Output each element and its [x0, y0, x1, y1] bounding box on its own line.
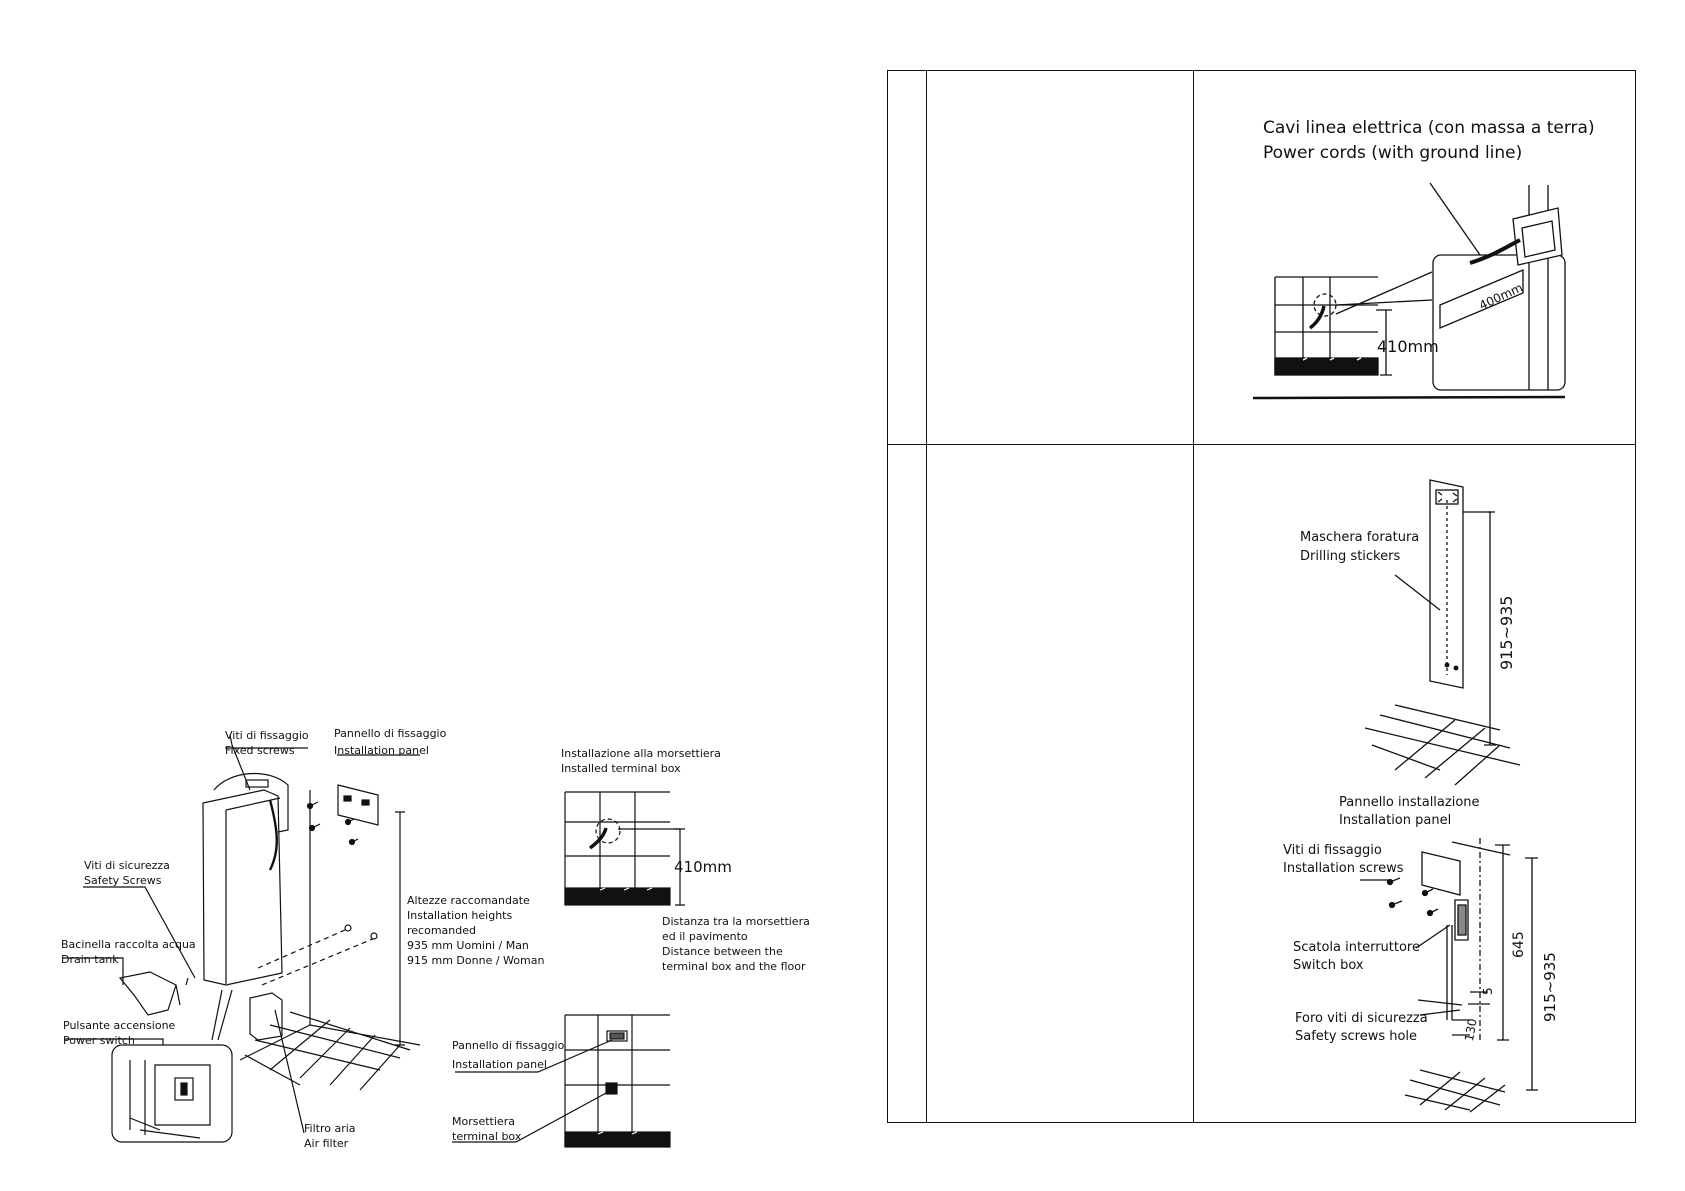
drilling-label-it: Maschera foratura [1300, 530, 1420, 545]
distance-note-2: ed il pavimento [662, 930, 748, 943]
table-row-divider [888, 444, 1635, 445]
distance-note-3: Distance between the [662, 945, 783, 958]
power-cords-label-en: Power cords (with ground line) [1263, 143, 1523, 163]
power-switch-label-it: Pulsante accensione [63, 1019, 176, 1032]
install-screws-label-it: Viti di fissaggio [1283, 843, 1382, 858]
installation-panel-label-en: Installation panel [334, 744, 429, 757]
heights-line-1: Altezze raccomandate [407, 894, 530, 907]
dim-5: 5 [1481, 987, 1495, 995]
fixed-screws-label-it: Viti di fissaggio [225, 729, 309, 742]
install-panel-label-en: Installation panel [1339, 813, 1452, 828]
install-panel-label-it: Pannello installazione [1339, 795, 1480, 810]
distance-note-1: Distanza tra la morsettiera [662, 915, 810, 928]
switch-box-label-it: Scatola interruttore [1293, 940, 1420, 955]
table-col-divider-2 [1193, 71, 1194, 1122]
installation-panel-label-it: Pannello di fissaggio [334, 727, 447, 740]
fixed-screws-label-en: Fixed screws [225, 744, 295, 757]
terminal-label-en: terminal box [452, 1130, 522, 1143]
safety-screws-label-it: Viti di sicurezza [84, 859, 170, 872]
panel-label-it: Pannello di fissaggio [452, 1039, 565, 1052]
terminal-box-title-en: Installed terminal box [561, 762, 681, 775]
power-cords-label-it: Cavi linea elettrica (con massa a terra) [1263, 118, 1595, 138]
heights-line-4: 935 mm Uomini / Man [407, 939, 529, 952]
height-range-label: 915~935 [1497, 595, 1516, 670]
panel-label-en: Installation panel [452, 1058, 547, 1071]
drilling-label-en: Drilling stickers [1300, 549, 1401, 564]
drain-tank-label-en: Drain tank [61, 953, 119, 966]
dryer-body [202, 789, 283, 986]
distance-note-4: terminal box and the floor [662, 960, 806, 973]
dim-range-2: 915~935 [1541, 952, 1559, 1022]
air-filter-label-it: Filtro aria [304, 1122, 356, 1135]
dim-645: 645 [1511, 931, 1527, 958]
air-filter-label-en: Air filter [304, 1137, 349, 1150]
safety-hole-label-en: Safety screws hole [1295, 1029, 1418, 1044]
instruction-table [887, 70, 1636, 1123]
safety-screws-label-en: Safety Screws [84, 874, 162, 887]
drain-tank-label-it: Bacinella raccolta acqua [61, 938, 196, 951]
terminal-label-it: Morsettiera [452, 1115, 515, 1128]
heights-line-3: recomanded [407, 924, 476, 937]
heights-line-2: Installation heights [407, 909, 513, 922]
safety-hole-label-it: Foro viti di sicurezza [1295, 1011, 1428, 1026]
dim-410mm: 410mm [1377, 337, 1439, 356]
heights-line-5: 915 mm Donne / Woman [407, 954, 545, 967]
table-col-divider-1 [926, 71, 927, 1122]
power-switch-label-en: Power switch [63, 1034, 135, 1047]
terminal-dim-410: 410mm [674, 858, 732, 876]
install-screws-label-en: Installation screws [1283, 861, 1404, 876]
switch-box-label-en: Switch box [1293, 958, 1364, 973]
terminal-box-title-it: Installazione alla morsettiera [561, 747, 721, 760]
